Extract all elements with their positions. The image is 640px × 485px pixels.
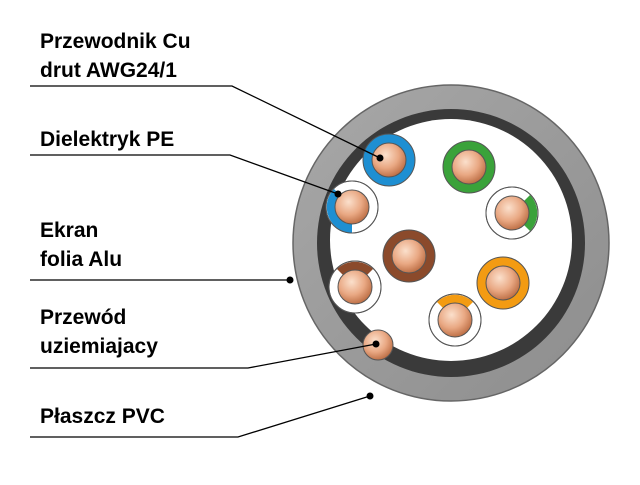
label-dielectric-line1: Dielektryk PE	[40, 128, 175, 151]
leader-line-conductor	[30, 85, 381, 159]
leader-dot-screen	[286, 276, 294, 284]
leader-dot-jacket	[366, 392, 374, 400]
label-screen-line1: Ekran	[40, 219, 99, 242]
leader-line-jacket	[30, 395, 371, 438]
label-jacket: Płaszcz PVC	[40, 402, 165, 431]
label-dielectric: Dielektryk PE	[40, 125, 174, 154]
label-conductor-line1: Przewodnik Cu	[40, 30, 191, 53]
wire-blue-white	[325, 180, 379, 234]
leader-dot-conductor	[376, 154, 384, 162]
label-drain-line1: Przewód	[40, 306, 127, 329]
wire-orange-white	[428, 293, 482, 347]
leader-dot-drain	[372, 340, 380, 348]
label-conductor-line2: drut AWG24/1	[40, 59, 177, 82]
wire-blue-solid	[362, 133, 416, 187]
label-jacket-line1: Płaszcz PVC	[40, 405, 165, 428]
label-drain-line2: uziemiajacy	[40, 335, 158, 358]
wire-green-white	[485, 186, 539, 240]
label-screen-line2: folia Alu	[40, 248, 123, 271]
leader-dot-dielectric	[334, 190, 342, 198]
wire-brown-solid	[382, 229, 436, 283]
wire-orange-solid	[476, 256, 530, 310]
label-screen: Ekran folia Alu	[40, 216, 122, 274]
leader-line-dielectric	[30, 154, 339, 195]
label-conductor: Przewodnik Cu drut AWG24/1	[40, 27, 191, 85]
wire-brown-white	[328, 260, 382, 314]
leader-line-drain	[30, 343, 377, 369]
label-drain: Przewód uziemiajacy	[40, 303, 158, 361]
wire-green-solid	[442, 140, 496, 194]
